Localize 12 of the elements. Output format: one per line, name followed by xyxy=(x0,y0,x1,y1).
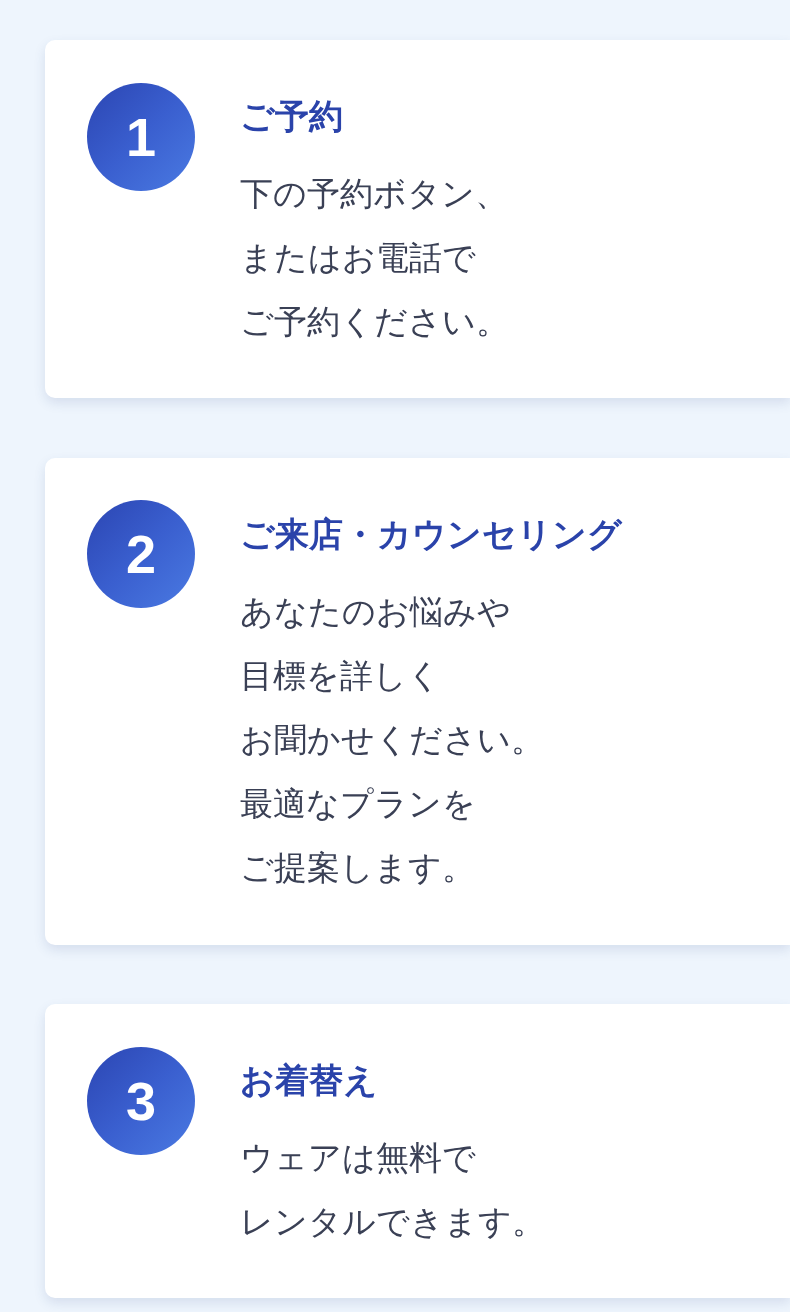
step-number-circle: 2 xyxy=(87,500,195,608)
step-card xyxy=(45,458,790,945)
step-number-circle: 3 xyxy=(87,1047,195,1155)
step-heading: ご来店・カウンセリング xyxy=(240,514,622,554)
step-number-circle: 1 xyxy=(87,83,195,191)
step-description: ウェアは無料でレンタルできます。 xyxy=(240,1138,545,1242)
step-description: あなたのお悩みや目標を詳しくお聞かせください。最適なプランをご提案します。 xyxy=(240,592,544,888)
step-card xyxy=(45,1004,790,1298)
step-card xyxy=(45,40,790,398)
step-description: 下の予約ボタン、またはお電話でご予約ください。 xyxy=(240,174,509,342)
step-heading: ご予約 xyxy=(240,96,343,136)
step-heading: お着替え xyxy=(240,1060,378,1100)
